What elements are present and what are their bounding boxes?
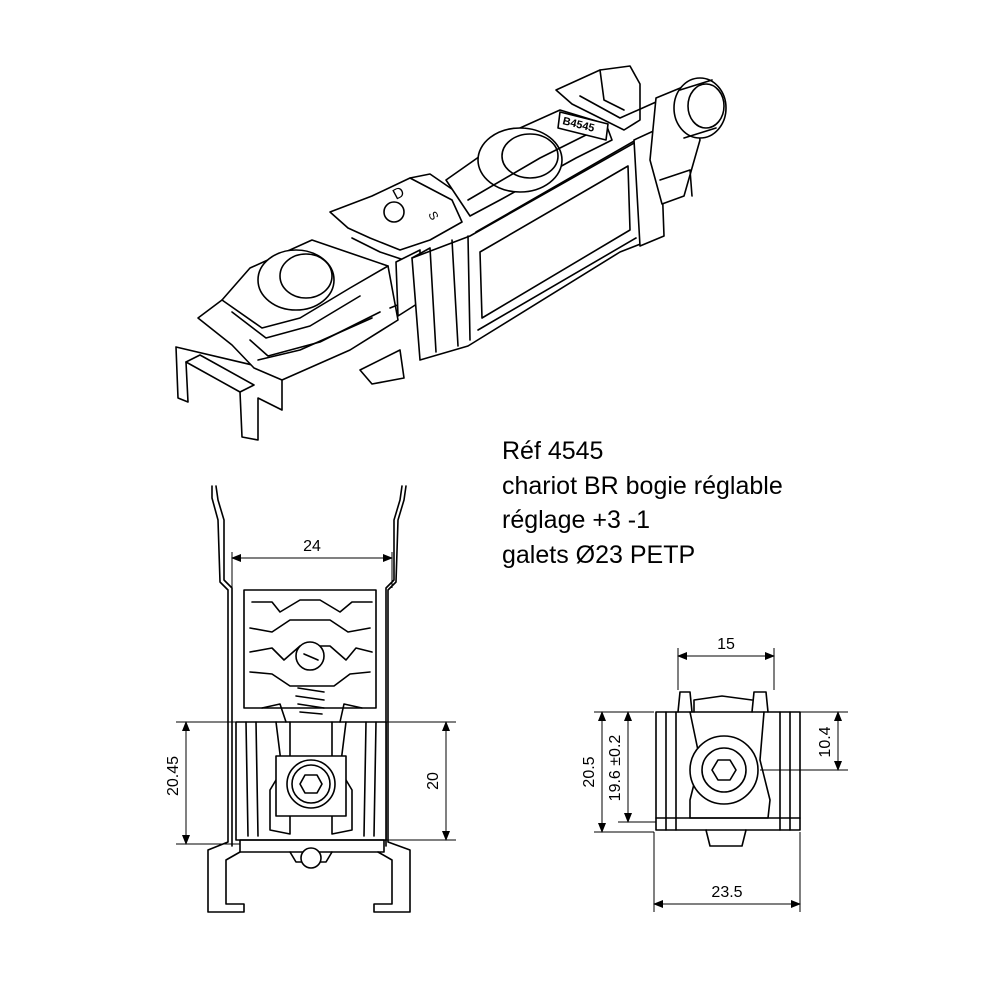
front-view: 24 20.45 20 — [165, 485, 456, 913]
dim-side-left-inner: 19.6 ±0.2 — [607, 735, 624, 802]
dim-front-width: 24 — [303, 538, 321, 555]
dim-side-right: 10.4 — [817, 726, 834, 757]
dim-front-height-left: 20.45 — [165, 756, 182, 796]
dim-side-top: 15 — [717, 636, 735, 653]
dim-front-height-right: 20 — [425, 772, 442, 790]
dim-side-left: 20.5 — [581, 756, 598, 787]
dim-side-bottom: 23.5 — [711, 884, 742, 901]
caption-name: chariot BR bogie réglable — [502, 471, 783, 500]
isometric-view: D S B4545 — [175, 65, 727, 441]
side-view: 15 23.5 20.5 19.6 ±0.2 10.4 — [581, 636, 848, 912]
caption-rollers: galets Ø23 PETP — [502, 540, 696, 569]
caption-ref: Réf 4545 — [502, 437, 604, 465]
product-caption: Réf 4545 chariot BR bogie réglable régla… — [502, 434, 783, 572]
caption-adjust: réglage +3 -1 — [502, 506, 651, 534]
